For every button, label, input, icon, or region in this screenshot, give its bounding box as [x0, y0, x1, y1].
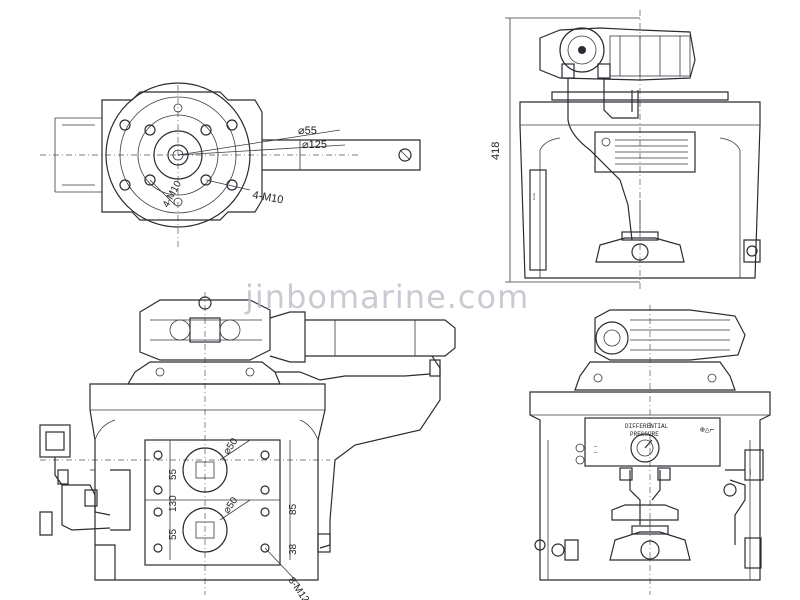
- svg-text:⊕△⌐: ⊕△⌐: [700, 426, 715, 435]
- dim-d50-lower: ⌀50: [221, 495, 240, 516]
- svg-text:⋯: ⋯: [594, 444, 597, 450]
- dim-55-upper: 55: [168, 468, 179, 480]
- diff-plate-title: DIFFERENTIAL: [625, 423, 669, 430]
- dim-d50-upper: ⌀50: [221, 436, 240, 457]
- dim-130: 130: [168, 495, 179, 512]
- dim-38: 38: [288, 543, 299, 555]
- right-top-elevation-view: 418 ⋯⋯: [490, 10, 761, 290]
- dim-inner-dia: ⌀125: [302, 139, 327, 151]
- svg-text:⋯⋯: ⋯⋯: [531, 192, 538, 200]
- dim-85: 85: [288, 503, 299, 515]
- right-bottom-elevation-view: DIFFERENTIAL PRESSURE ⋯ ⋯ ⊕△⌐ ⋯⋯: [529, 305, 771, 595]
- thread-8-m12: 8-M12: [286, 575, 312, 600]
- watermark-text: jinbomarine.com: [244, 278, 529, 316]
- dim-55-lower: 55: [168, 528, 179, 540]
- top-plan-view: ⌀55 ⌀125 4-M10 4-M10: [40, 82, 421, 250]
- svg-text:⋯⋯: ⋯⋯: [748, 469, 754, 475]
- thread-label-a: 4-M10: [251, 189, 284, 206]
- dim-outer-dia: ⌀55: [298, 125, 317, 137]
- front-elevation-view: ⌀50 ⌀50 55 130 55 85 38 8-M12: [39, 292, 456, 600]
- height-dimension: 418: [490, 142, 502, 160]
- svg-text:⋯: ⋯: [594, 450, 597, 456]
